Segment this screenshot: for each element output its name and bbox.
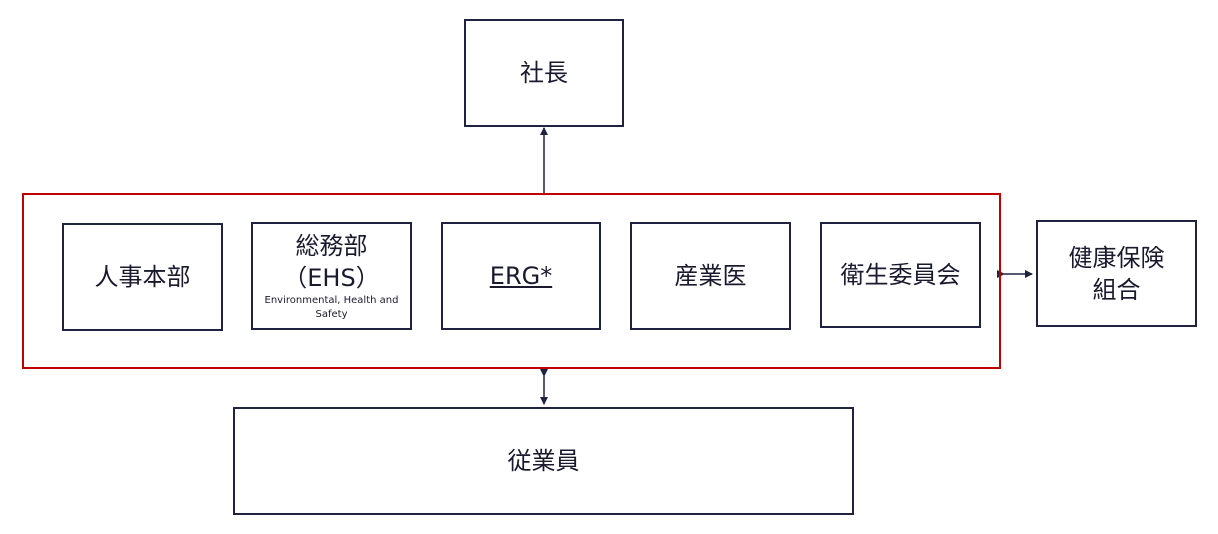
general-affairs-box: 総務部 （EHS） Environmental, Health and Safe…	[251, 222, 412, 330]
erg-box: ERG*	[441, 222, 601, 330]
health-insurance-box: 健康保険 組合	[1036, 220, 1197, 327]
health-insurance-line2: 組合	[1092, 275, 1141, 304]
hr-label: 人事本部	[94, 263, 191, 291]
health-committee-box: 衛生委員会	[820, 222, 981, 328]
general-affairs-label: 総務部	[295, 232, 368, 260]
president-box: 社長	[464, 19, 624, 127]
corporate-group-frame	[22, 193, 1001, 369]
ehs-note-line1: Environmental, Health and	[264, 295, 399, 306]
erg-label: ERG*	[489, 262, 553, 290]
occupational-physician-label: 産業医	[674, 262, 747, 290]
health-committee-label: 衛生委員会	[840, 261, 961, 289]
hr-box: 人事本部	[62, 223, 223, 331]
president-label: 社長	[520, 59, 568, 87]
ehs-label: （EHS）	[283, 264, 380, 292]
occupational-physician-box: 産業医	[630, 222, 791, 330]
employees-box: 従業員	[233, 407, 854, 515]
ehs-note-line2: Safety	[315, 309, 348, 320]
health-insurance-line1: 健康保険	[1068, 243, 1165, 272]
employees-label: 従業員	[507, 447, 580, 475]
